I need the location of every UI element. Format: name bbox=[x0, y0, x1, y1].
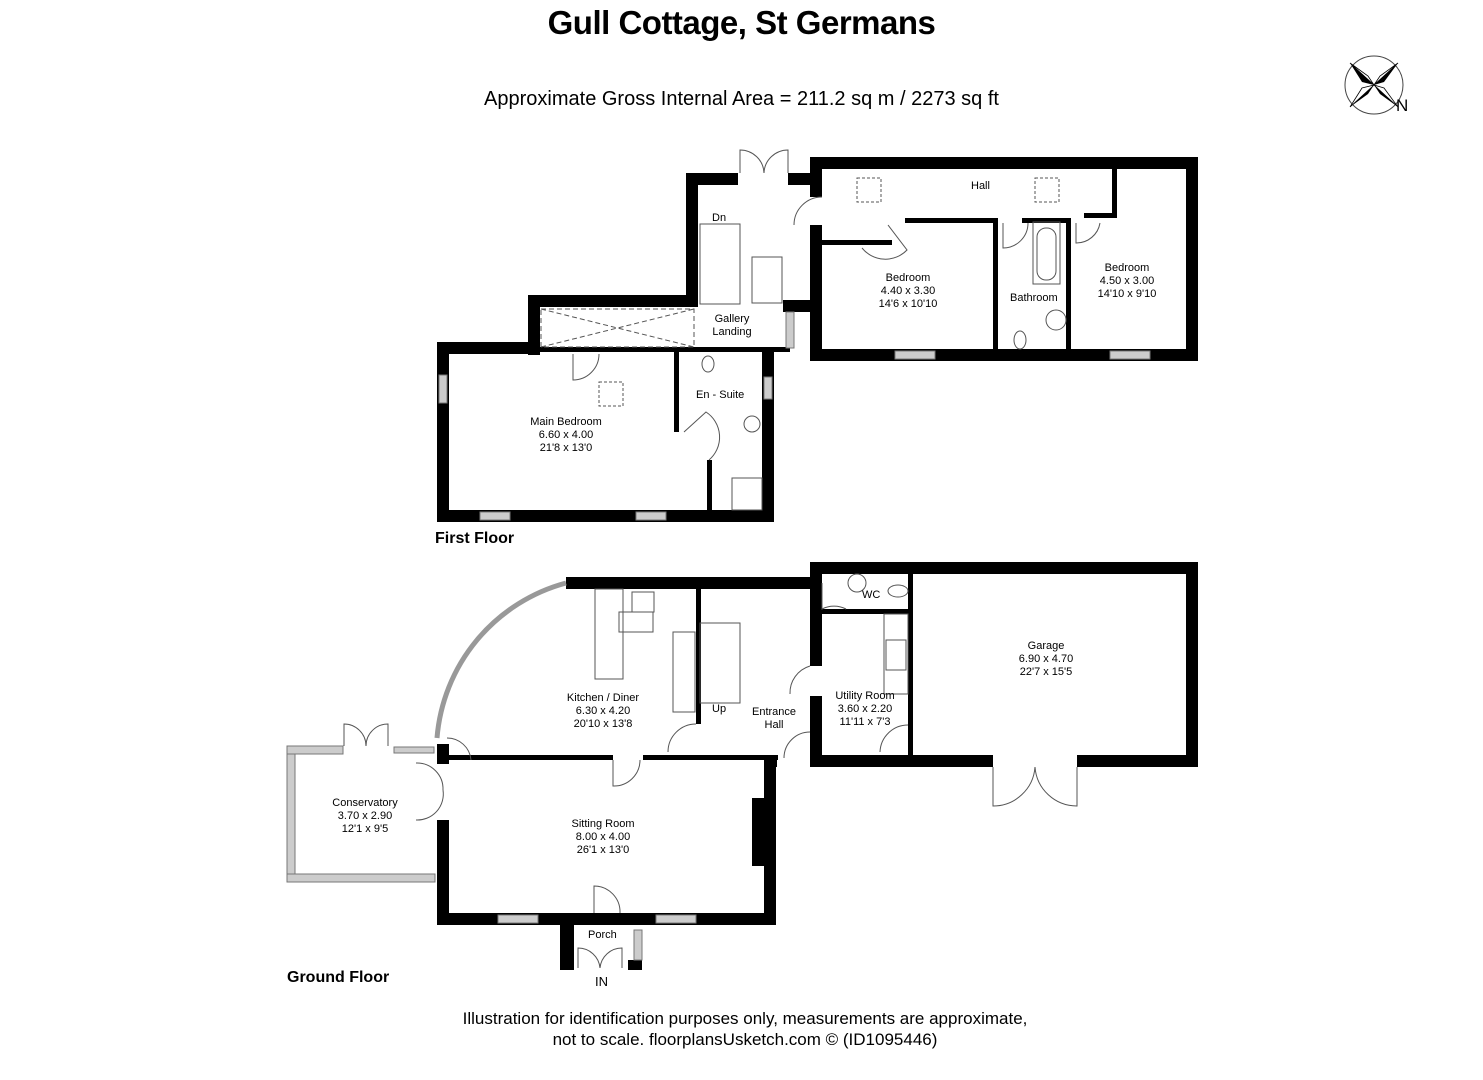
first-floor-label: First Floor bbox=[435, 530, 515, 547]
stairs-up-label: Up bbox=[712, 703, 727, 715]
room-bedroom-3: Bedroom 4.50 x 3.00 14'10 x 9'10 bbox=[1097, 262, 1157, 300]
room-kitchen-diner: Kitchen / Diner 6.30 x 4.20 20'10 x 13'8 bbox=[566, 692, 640, 730]
room-label-wc: WC bbox=[862, 589, 881, 601]
room-entrance-hall: Entrance Hall bbox=[751, 706, 797, 731]
room-bedroom-2: Bedroom 4.40 x 3.30 14'6 x 10'10 bbox=[878, 272, 938, 310]
compass-rose-icon bbox=[1344, 55, 1404, 115]
disclaimer-footer: Illustration for identification purposes… bbox=[462, 1009, 1028, 1049]
ground-floor-windows bbox=[286, 745, 697, 961]
first-floor-walls bbox=[437, 157, 1198, 522]
first-floor-windows bbox=[438, 311, 1151, 521]
room-main-bedroom: Main Bedroom 6.60 x 4.00 21'8 x 13'0 bbox=[530, 416, 602, 454]
north-label: N bbox=[1396, 96, 1409, 115]
stairs-down-label: Dn bbox=[712, 212, 727, 224]
ground-floor-walls bbox=[437, 562, 1198, 970]
room-label-bathroom: Bathroom bbox=[1010, 292, 1058, 304]
ground-floor-label: Ground Floor bbox=[287, 969, 390, 986]
room-conservatory: Conservatory 3.70 x 2.90 12'1 x 9'5 bbox=[332, 797, 398, 835]
entry-label: IN bbox=[595, 974, 608, 989]
room-label-en-suite: En - Suite bbox=[696, 389, 745, 401]
room-gallery-landing: Gallery Landing bbox=[712, 313, 752, 338]
gross-area-text: Approximate Gross Internal Area = 211.2 … bbox=[484, 88, 999, 110]
room-label-hall: Hall bbox=[971, 180, 990, 192]
room-utility: Utility Room 3.60 x 2.20 11'11 x 7'3 bbox=[835, 690, 895, 728]
first-floor-fixtures bbox=[540, 149, 1101, 511]
room-label-porch: Porch bbox=[588, 929, 617, 941]
room-garage: Garage 6.90 x 4.70 22'7 x 15'5 bbox=[1018, 640, 1074, 678]
ground-floor-fixtures bbox=[343, 573, 1078, 969]
room-sitting-room: Sitting Room 8.00 x 4.00 26'1 x 13'0 bbox=[571, 818, 635, 856]
plan-title: Gull Cottage, St Germans bbox=[547, 4, 936, 41]
